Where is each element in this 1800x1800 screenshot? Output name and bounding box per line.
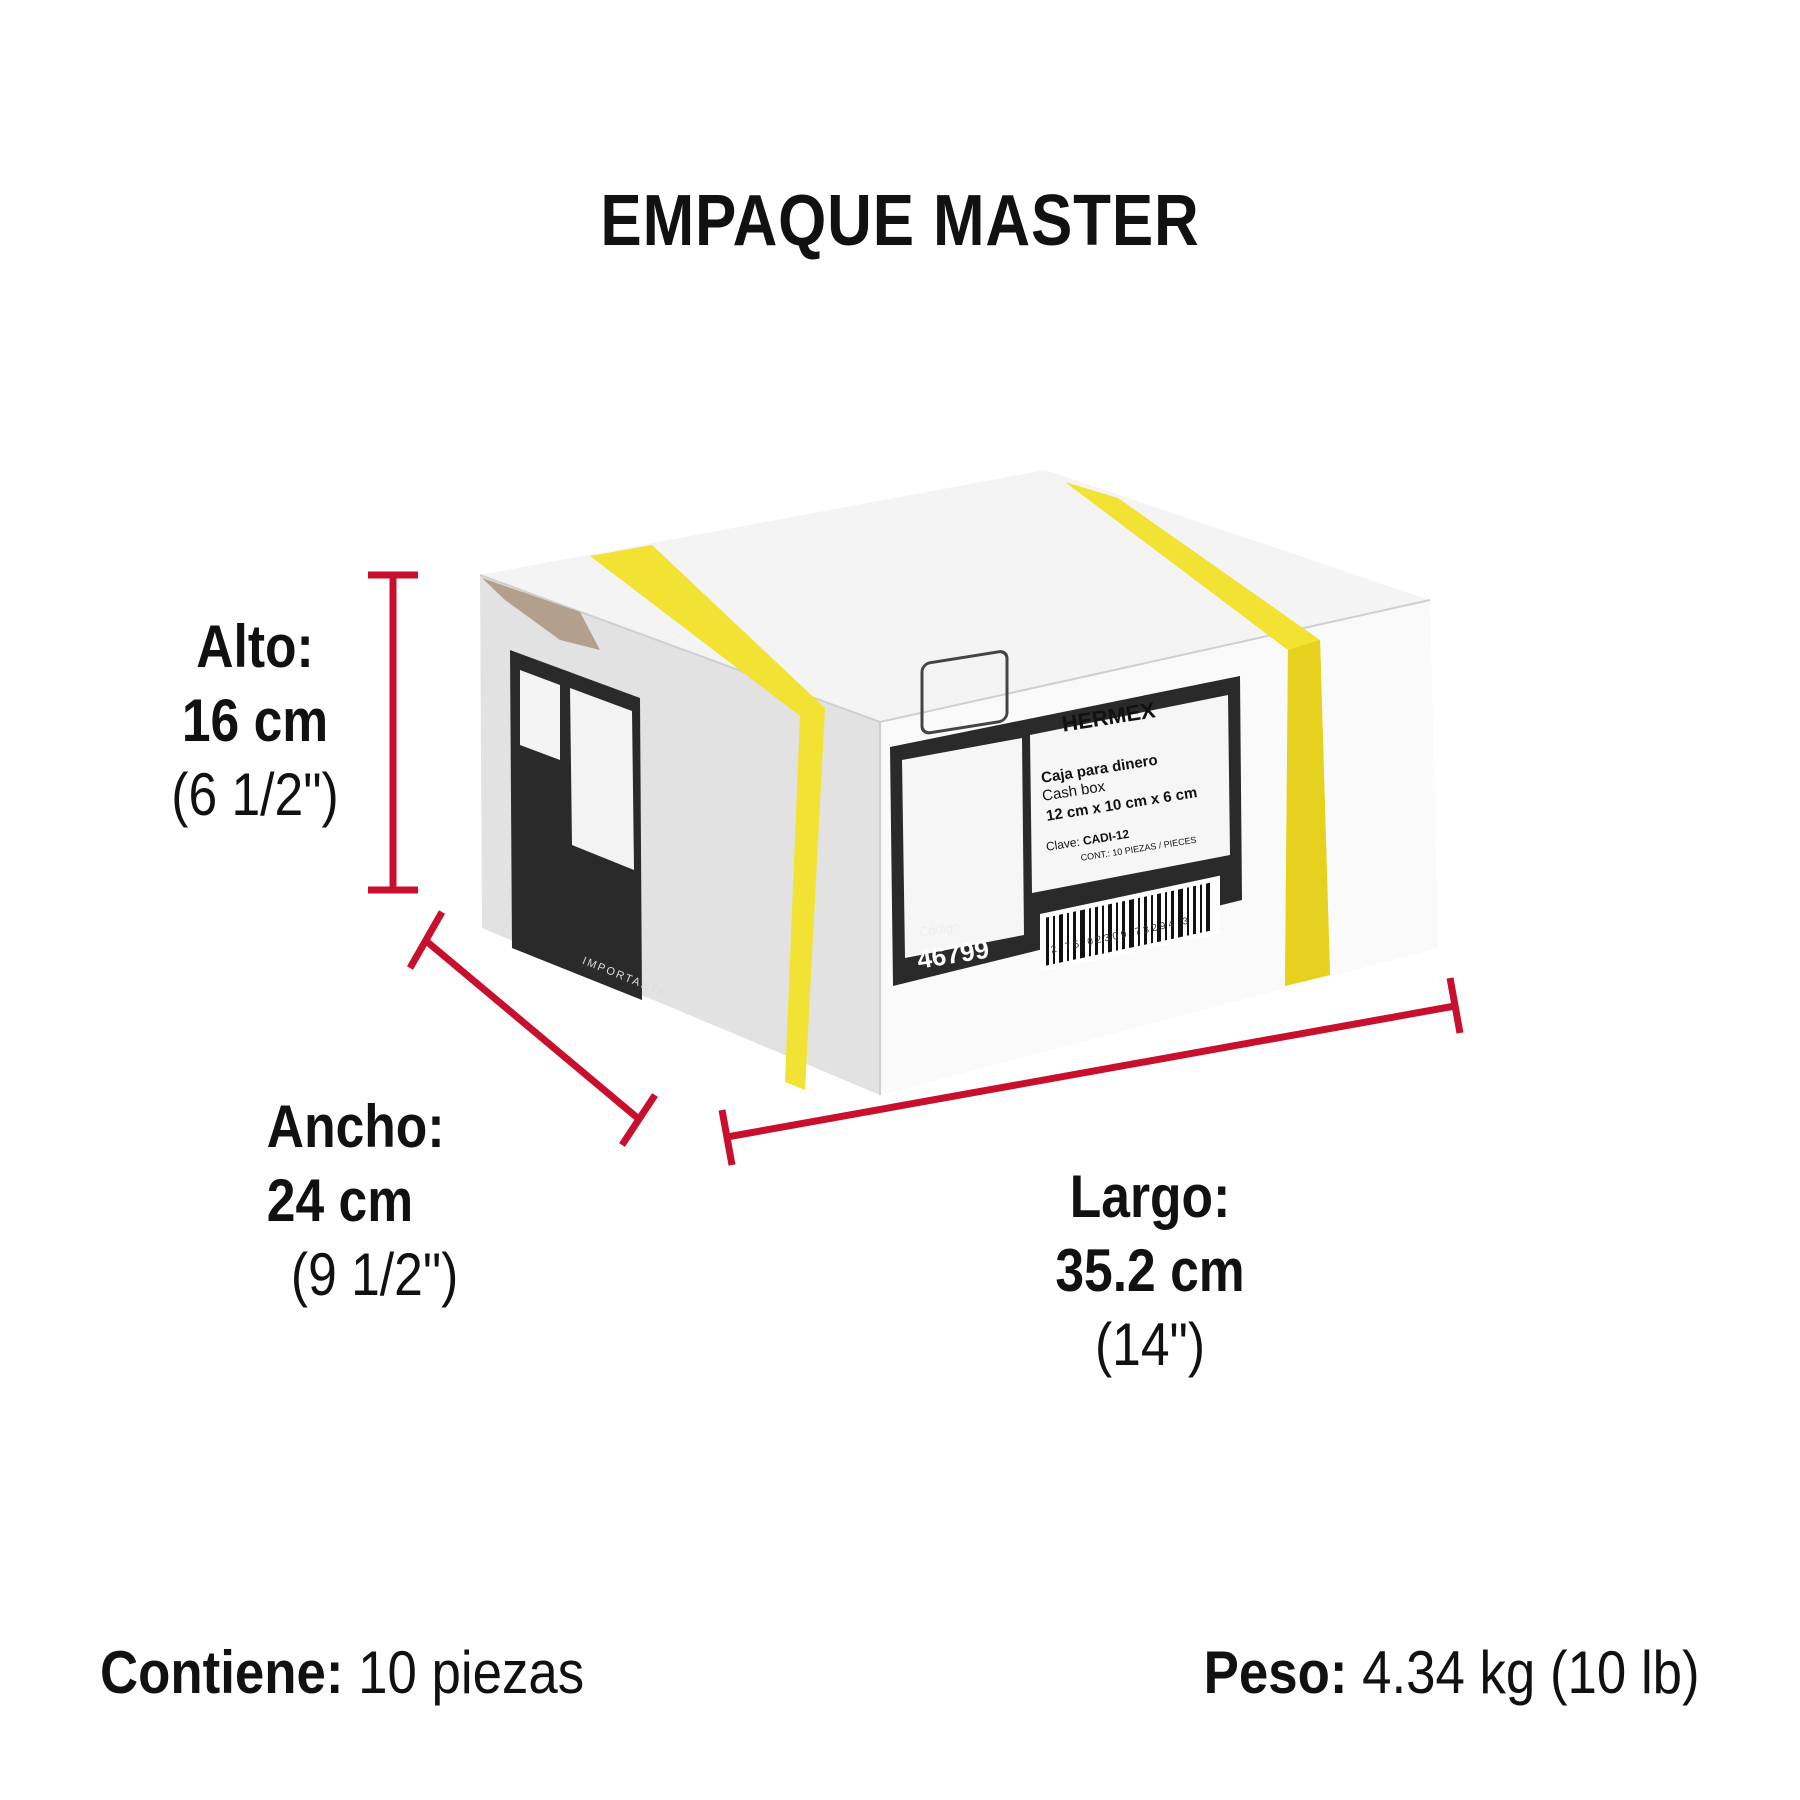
ancho-label: Ancho: 24 cm (9 1/2") <box>250 1090 490 1312</box>
box-top-face <box>480 470 1430 722</box>
ancho-metric: 24 cm <box>266 1167 414 1234</box>
contiene-label: Contiene: <box>100 1639 344 1706</box>
peso-value: 4.34 kg (10 lb) <box>1362 1639 1700 1706</box>
largo-imperial: (14") <box>1094 1311 1206 1378</box>
peso-label: Peso: <box>1204 1639 1348 1706</box>
contiene-info: Contiene: 10 piezas <box>100 1638 584 1707</box>
product-image <box>902 738 1024 958</box>
largo-measure-line <box>726 1002 1456 1141</box>
strap-right <box>1065 482 1330 986</box>
front-label-inner <box>1030 695 1230 893</box>
peso-info: Peso: 4.34 kg (10 lb) <box>1204 1638 1700 1707</box>
alto-metric: 16 cm <box>181 687 329 754</box>
barcode <box>1040 875 1220 972</box>
page-title: EMPAQUE MASTER <box>600 181 1200 261</box>
ancho-measure-line <box>422 937 643 1123</box>
ancho-title: Ancho: <box>266 1093 445 1160</box>
ancho-imperial: (9 1/2") <box>290 1241 459 1308</box>
strap-left <box>590 545 825 1090</box>
largo-title: Largo: <box>1069 1163 1231 1230</box>
torn-corner <box>482 578 600 650</box>
alto-imperial: (6 1/2") <box>171 761 339 828</box>
alto-label: Alto: 16 cm (6 1/2") <box>120 610 390 832</box>
contiene-value: 10 piezas <box>358 1639 585 1706</box>
largo-metric: 35.2 cm <box>1055 1237 1245 1304</box>
measure-lines <box>368 571 1464 1166</box>
largo-label: Largo: 35.2 cm (14") <box>1000 1160 1300 1382</box>
alto-title: Alto: <box>196 613 314 680</box>
